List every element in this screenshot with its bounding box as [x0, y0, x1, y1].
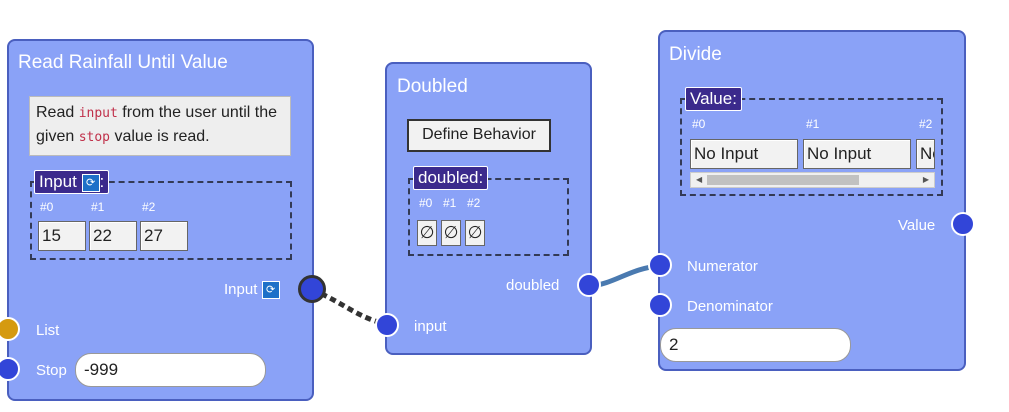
doubled-list-tag: doubled: — [413, 166, 489, 190]
value-list-scrollbar[interactable]: ◀ ▶ — [690, 172, 935, 188]
refresh-icon[interactable]: ⟳ — [81, 173, 100, 192]
scroll-thumb[interactable] — [707, 175, 859, 185]
node-divide[interactable] — [658, 30, 966, 371]
input-port-denominator[interactable] — [648, 293, 672, 317]
desc-text-3: value is read. — [110, 128, 210, 145]
input-list-box — [30, 181, 292, 260]
input-port-list[interactable] — [0, 317, 20, 341]
desc-text-1: Read — [36, 104, 79, 121]
define-behavior-button[interactable]: Define Behavior — [407, 119, 551, 152]
doubled-cell-0[interactable]: ∅ — [417, 220, 437, 246]
denominator-value-input[interactable]: 2 — [660, 328, 851, 362]
value-list-tag: Value: — [685, 87, 742, 111]
node-description: Read input from the user until the given… — [29, 96, 291, 156]
cell-index: #2 — [467, 196, 481, 210]
output-port-input[interactable] — [298, 275, 326, 303]
denominator-port-label: Denominator — [687, 298, 773, 315]
doubled-output-label: doubled — [506, 277, 560, 294]
cell-index: #1 — [806, 117, 820, 131]
input-cell-2[interactable]: 27 — [140, 221, 188, 251]
desc-code-stop: stop — [78, 130, 111, 145]
doubled-cell-2[interactable]: ∅ — [465, 220, 485, 246]
input-port-numerator[interactable] — [648, 253, 672, 277]
cell-index: #2 — [919, 117, 933, 131]
output-label-text: Input — [224, 281, 258, 298]
node-doubled[interactable] — [385, 62, 592, 355]
input-port-label: input — [414, 318, 447, 335]
input-tag-label: Input — [39, 172, 77, 191]
node-title-divide: Divide — [669, 44, 722, 65]
value-port-label: Value — [898, 217, 936, 234]
cell-index: #0 — [692, 117, 706, 131]
input-port-input[interactable] — [375, 313, 399, 337]
input-cell-0[interactable]: 15 — [38, 221, 86, 251]
cell-index: #0 — [419, 196, 433, 210]
value-cell-1[interactable]: No Input — [803, 139, 911, 169]
node-title-doubled: Doubled — [397, 76, 468, 97]
stop-port-label: Stop — [36, 362, 67, 379]
value-cell-0[interactable]: No Input — [690, 139, 798, 169]
input-list-tag: Input ⟳: — [34, 170, 110, 194]
cell-index: #1 — [91, 200, 105, 214]
desc-code-input: input — [78, 106, 118, 121]
value-cell-2[interactable]: No Input — [916, 139, 935, 169]
input-port-stop[interactable] — [0, 357, 20, 381]
output-port-doubled[interactable] — [577, 273, 601, 297]
cell-index: #0 — [40, 200, 54, 214]
scroll-right-icon[interactable]: ▶ — [922, 175, 929, 184]
doubled-cell-1[interactable]: ∅ — [441, 220, 461, 246]
value-list-box — [680, 98, 943, 196]
desc-text-2: from the user until the given — [36, 104, 278, 145]
numerator-port-label: Numerator — [687, 258, 758, 275]
scroll-left-icon[interactable]: ◀ — [696, 175, 703, 184]
cell-index: #2 — [142, 200, 156, 214]
input-tag-suffix: : — [99, 172, 105, 191]
output-port-value[interactable] — [951, 212, 975, 236]
input-cell-1[interactable]: 22 — [89, 221, 137, 251]
refresh-icon: ⟳ — [261, 281, 280, 300]
list-port-label: List — [36, 322, 60, 339]
cell-index: #1 — [443, 196, 457, 210]
doubled-list-box — [408, 178, 569, 256]
stop-value-input[interactable]: -999 — [75, 353, 266, 387]
node-title-read-rainfall: Read Rainfall Until Value — [18, 52, 228, 73]
output-port-label: Input ⟳ — [224, 281, 280, 300]
